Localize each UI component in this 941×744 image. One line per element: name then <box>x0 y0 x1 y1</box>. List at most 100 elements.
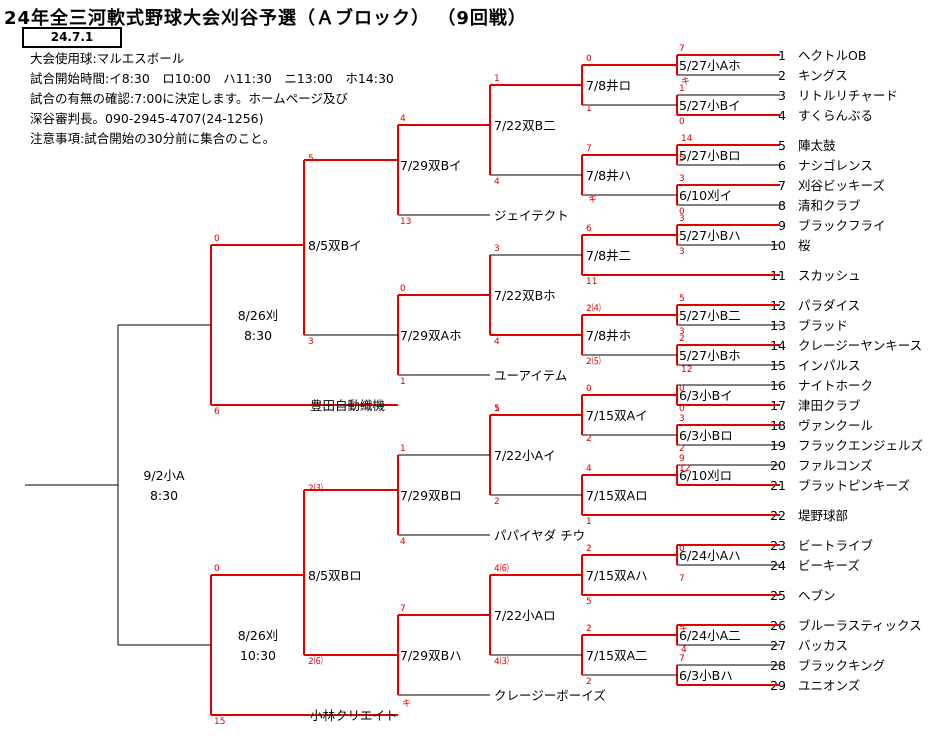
match-label-r2: 7/15双Aイ <box>586 408 648 423</box>
team-name-12: パラダイス <box>798 298 860 313</box>
match-label-r4: 7/29双Bハ <box>400 648 462 663</box>
team-name-1: ヘクトルOB <box>798 48 866 63</box>
final-time: 8:30 <box>150 488 178 503</box>
match-label-r5: 8/5双Bイ <box>308 238 362 253</box>
score-label: 2 <box>679 444 685 454</box>
final-date: 9/2小A <box>143 468 185 483</box>
team-number: 4 <box>778 108 786 123</box>
info-confirmation: 試合の有無の確認:7:00に決定します。ホームページ及び <box>30 91 348 106</box>
team-name-18: ヴァンクール <box>798 418 873 433</box>
score-label: 0 <box>679 207 685 217</box>
advanced-team: クレージーボーイズ <box>494 688 606 703</box>
team-name-3: リトルリチャード <box>798 88 898 103</box>
score-label: 3 <box>494 244 500 254</box>
match-label-r3: 7/22双Bホ <box>494 288 556 303</box>
match-label-r4: 7/29双Bイ <box>400 158 462 173</box>
score-label: 1 <box>400 444 406 454</box>
score-label: 0 <box>679 404 685 414</box>
score-label: 7 <box>679 44 685 54</box>
team-name-28: ブラックキング <box>798 658 885 673</box>
score-label: 2 <box>586 624 592 634</box>
score-label: 0 <box>586 54 592 64</box>
score-label: 3 <box>679 174 685 184</box>
score-label: 1 <box>586 517 592 527</box>
score-label: 13 <box>400 217 411 227</box>
team-name-11: スカッシュ <box>798 268 861 283</box>
match-label-r1: 6/3小Bハ <box>679 668 733 683</box>
score-label: 0 <box>214 234 220 244</box>
advanced-team: パパイヤダ チウ <box>494 528 585 543</box>
score-label: 3 <box>679 327 685 337</box>
page-title: 24年全三河軟式野球大会刈谷予選（Ａブロック） （9回戦） <box>4 8 527 29</box>
match-label-r1: 5/27小Bロ <box>679 148 741 163</box>
score-label: 4 <box>586 464 592 474</box>
team-name-16: ナイトホーク <box>798 378 873 393</box>
score-label: 1 <box>494 404 500 414</box>
score-label: 0 <box>214 564 220 574</box>
date-box: 24.7.1 <box>22 27 122 48</box>
info-ball: 大会使用球:マルエスボール <box>30 51 185 66</box>
match-label-r2: 7/8井ホ <box>586 328 631 343</box>
match-label-r1: 5/27小Aホ <box>679 58 741 73</box>
score-label: 5 <box>679 294 685 304</box>
match-label-r1: 6/10刈ロ <box>679 468 732 483</box>
team-name-19: フラックエンジェルズ <box>798 438 923 453</box>
score-label: 1 <box>586 104 592 114</box>
score-label: 5 <box>679 154 685 164</box>
team-number: 3 <box>778 88 786 103</box>
score-label: 3 <box>679 247 685 257</box>
score-label: 7 <box>679 654 685 664</box>
match-label-r3: 7/22小Aロ <box>494 608 556 623</box>
score-label: 12 <box>679 464 690 474</box>
score-label: 0 <box>400 284 406 294</box>
match-label-r4: 7/29双Aホ <box>400 328 462 343</box>
score-label: 14 <box>681 134 693 144</box>
match-label-r1: 5/27小Bイ <box>679 98 741 113</box>
score-label: 5 <box>494 404 500 414</box>
score-label: 6 <box>214 407 220 417</box>
team-name-25: ヘブン <box>798 588 836 603</box>
semi-date: 8/26刈 <box>238 308 279 323</box>
match-label-r2: 7/15双A二 <box>586 648 648 663</box>
score-label: 5 <box>586 597 592 607</box>
team-name-8: 清和クラブ <box>798 198 861 213</box>
score-label: キ <box>402 699 411 709</box>
team-number: 7 <box>778 178 786 193</box>
team-name-20: ファルコンズ <box>798 458 873 473</box>
team-name-13: ブラッド <box>798 318 848 333</box>
advanced-team: ユーアイテム <box>494 368 567 383</box>
match-label-r1: 6/3小Bロ <box>679 428 733 443</box>
team-number: 5 <box>778 138 786 153</box>
team-name-26: ブルーラスティックス <box>798 618 922 633</box>
score-label: 6 <box>586 224 592 234</box>
team-name-17: 津田クラブ <box>798 398 861 413</box>
score-label: 1 <box>400 377 406 387</box>
score-label: キ <box>681 77 690 87</box>
info-notes: 注意事項:試合開始の30分前に集合のこと。 <box>30 131 276 146</box>
score-label: 4 <box>400 114 406 124</box>
info-start-times: 試合開始時間:イ8:30 ロ10:00 ハ11:30 ニ13:00 ホ14:30 <box>30 71 394 86</box>
team-number: 2 <box>778 68 786 83</box>
score-label: 4 <box>681 645 687 655</box>
team-name-5: 陣太鼓 <box>798 138 836 153</box>
team-name-24: ビーキーズ <box>798 558 860 573</box>
score-label: 2 <box>586 677 592 687</box>
semi-time: 10:30 <box>240 648 276 663</box>
match-label-r2: 7/15双Aハ <box>586 568 648 583</box>
score-label: 0 <box>679 544 685 554</box>
semi-date: 8/26刈 <box>238 628 279 643</box>
match-label-r1: 5/27小Bホ <box>679 348 741 363</box>
team-name-10: 桜 <box>798 238 811 253</box>
team-name-23: ビートライブ <box>798 538 874 553</box>
score-label: 2 <box>586 544 592 554</box>
score-label: 4 <box>400 537 406 547</box>
score-label: 0 <box>679 117 685 127</box>
team-name-15: インパルス <box>798 358 861 373</box>
match-label-r2: 7/15双Aロ <box>586 488 648 503</box>
score-label: 1 <box>679 84 685 94</box>
score-label: 2 <box>586 434 592 444</box>
match-label-r1: 6/3小Bイ <box>679 388 733 403</box>
score-label: 2⑷ <box>586 302 601 314</box>
score-label: 2⑹ <box>308 655 323 667</box>
